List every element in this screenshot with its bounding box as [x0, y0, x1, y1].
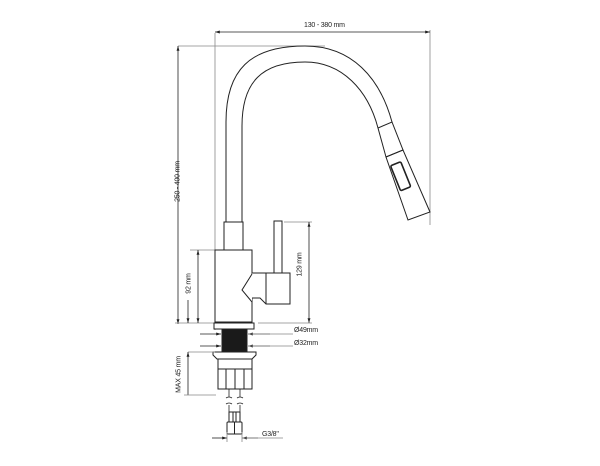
- label-height: 250 - 400 mm: [174, 161, 182, 202]
- dim-connection: [212, 432, 283, 442]
- label-width: 130 - 380 mm: [304, 22, 345, 29]
- label-handle-height: 129 mm: [296, 252, 304, 277]
- spray-button: [390, 161, 412, 192]
- dim-handle-height: [258, 221, 312, 324]
- handle-lever: [273, 220, 283, 274]
- faucet-spout: [225, 45, 431, 224]
- label-diameter-32: Ø32mm: [294, 340, 318, 347]
- supply-hose: [225, 389, 244, 412]
- label-base-height: 92 mm: [185, 273, 193, 294]
- dim-base-height: [190, 249, 218, 323]
- mounting-nut: [217, 358, 253, 390]
- label-connection: G3/8": [262, 431, 279, 438]
- dim-max-mount: [184, 351, 216, 396]
- label-diameter-49: Ø49mm: [294, 327, 318, 334]
- label-max-mount: MAX 45 mm: [175, 356, 183, 393]
- base-flange: [212, 322, 257, 360]
- hose-connector: [226, 411, 243, 435]
- faucet-body: [214, 220, 291, 323]
- threaded-shank: [221, 328, 248, 353]
